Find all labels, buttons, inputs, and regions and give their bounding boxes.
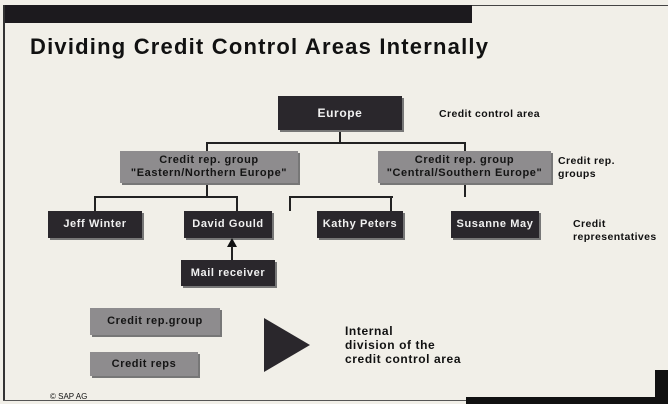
footer-bar [466, 397, 668, 404]
connector [236, 196, 238, 211]
divider [3, 5, 5, 401]
node-group-eastern-northern: Credit rep. group "Eastern/Northern Euro… [120, 151, 298, 183]
node-rep-david-gould: David Gould [184, 211, 272, 238]
legend-label: Credit reps [111, 357, 177, 370]
note-line: credit control area [345, 352, 462, 366]
connector [289, 196, 291, 211]
label-line: representatives [573, 231, 657, 243]
node-europe: Europe [278, 96, 402, 130]
divider [472, 5, 668, 6]
node-label: "Central/Southern Europe" [386, 167, 543, 179]
label-line: groups [558, 168, 596, 180]
node-label: Kathy Peters [322, 218, 398, 230]
page-title: Dividing Credit Control Areas Internally [30, 34, 490, 59]
connector [206, 142, 208, 151]
label-line: Credit [573, 218, 606, 230]
legend-reps-box: Credit reps [90, 352, 198, 376]
label-line: Credit rep. [558, 155, 615, 167]
legend-group-box: Credit rep.group [90, 308, 220, 335]
note-line: Internal [345, 324, 394, 338]
legend-label: Credit rep.group [107, 315, 203, 327]
header-bar [3, 5, 472, 23]
connector [94, 196, 96, 211]
connector [206, 142, 466, 144]
note-text: Internal division of the credit control … [345, 324, 461, 366]
node-label: Susanne May [456, 218, 534, 230]
arrow-up-icon [227, 238, 237, 247]
copyright: © SAP AG [50, 392, 88, 401]
footer-bar [655, 370, 668, 404]
node-rep-jeff-winter: Jeff Winter [48, 211, 142, 238]
node-label: "Eastern/Northern Europe" [130, 167, 288, 179]
node-label: Credit rep. group [159, 154, 259, 166]
divider [3, 400, 468, 401]
node-label: Credit rep. group [414, 154, 515, 166]
level-label-groups: Credit rep. groups [558, 155, 615, 181]
connector [339, 130, 341, 143]
level-label-reps: Credit representatives [573, 218, 657, 244]
note-line: division of the [345, 338, 436, 352]
node-group-central-southern: Credit rep. group "Central/Southern Euro… [378, 151, 551, 183]
triangle-arrow-icon [264, 318, 310, 372]
level-label-credit-control-area: Credit control area [439, 108, 540, 120]
node-label: David Gould [192, 218, 264, 230]
node-label: Jeff Winter [63, 218, 127, 230]
node-mail-receiver: Mail receiver [181, 260, 275, 286]
connector [464, 183, 466, 197]
connector [206, 183, 208, 197]
node-rep-susanne-may: Susanne May [451, 211, 539, 238]
connector [464, 142, 466, 151]
node-label: Mail receiver [190, 266, 266, 279]
node-rep-kathy-peters: Kathy Peters [317, 211, 403, 238]
connector [94, 196, 238, 198]
node-label: Europe [317, 105, 363, 120]
connector [231, 246, 233, 260]
connector [289, 196, 391, 198]
connector [390, 196, 392, 211]
